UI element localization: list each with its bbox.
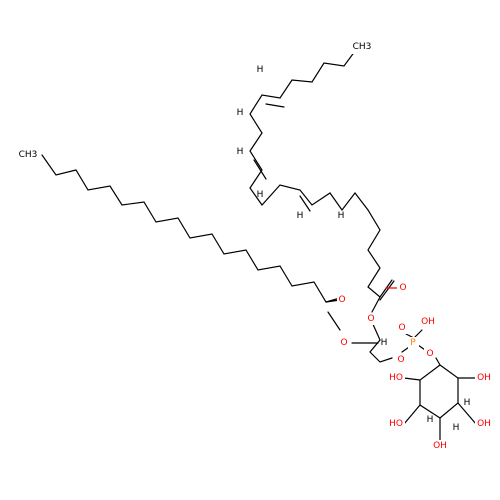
glycerol-backbone <box>351 321 393 363</box>
h-ring-1: H <box>464 398 471 408</box>
h-label-1: H <box>257 65 264 75</box>
ring-oh5 <box>403 377 421 381</box>
oh-ring-2: OH <box>477 419 491 429</box>
inositol-ring <box>403 357 477 441</box>
o-phosphoryl: O <box>398 323 405 333</box>
chain-terminal-segment <box>249 46 393 298</box>
ring-oh2 <box>457 402 477 425</box>
glycerol-bonds <box>369 321 393 363</box>
oh-phosphate: OH <box>421 317 435 327</box>
h-label-4: H <box>257 190 264 200</box>
h-ring-2: H <box>453 423 460 433</box>
oh-ring-3: OH <box>433 441 447 451</box>
ho-ring-4: HO <box>389 419 403 429</box>
h-label-5: H <box>297 211 304 221</box>
left-ester-to-o <box>327 311 341 331</box>
oh-ring-1: OH <box>477 373 491 383</box>
top-ester-link <box>371 296 381 313</box>
ho-ring-5: HO <box>389 373 403 383</box>
o-glycerol-phosphate: O <box>397 355 404 365</box>
ch3-top-label: CH3 <box>353 42 372 52</box>
double-bond-middle <box>253 159 267 180</box>
ring-bonds <box>419 364 459 419</box>
o-left-ester: O <box>340 338 347 348</box>
ch3-left-label: CH3 <box>19 150 38 160</box>
o-top-ester: O <box>367 314 374 324</box>
double-bond-upper <box>265 103 285 108</box>
ring-to-o-phosphate <box>435 357 441 366</box>
p-atom: P <box>410 338 416 348</box>
double-bond-lower <box>299 195 311 212</box>
h-label-2: H <box>237 108 244 118</box>
h-glycerol: H <box>381 338 388 348</box>
stearoyl-backbone <box>41 154 341 303</box>
linoleoyl-chain <box>249 46 399 313</box>
h-ring-3: H <box>427 415 434 425</box>
ring-oh4 <box>403 404 421 425</box>
o-ring-phosphate: O <box>426 349 433 359</box>
h-label-3: H <box>237 147 244 157</box>
top-ester-carbonyl <box>379 280 395 301</box>
o-left-carbonyl: O <box>338 295 345 305</box>
o-top-carbonyl: O <box>399 283 406 293</box>
h-label-6: H <box>338 211 345 221</box>
atom-labels: CH3 CH3 H H H H H H O O O O H O O P OH O… <box>18 40 493 452</box>
stearoyl-chain <box>41 154 341 331</box>
